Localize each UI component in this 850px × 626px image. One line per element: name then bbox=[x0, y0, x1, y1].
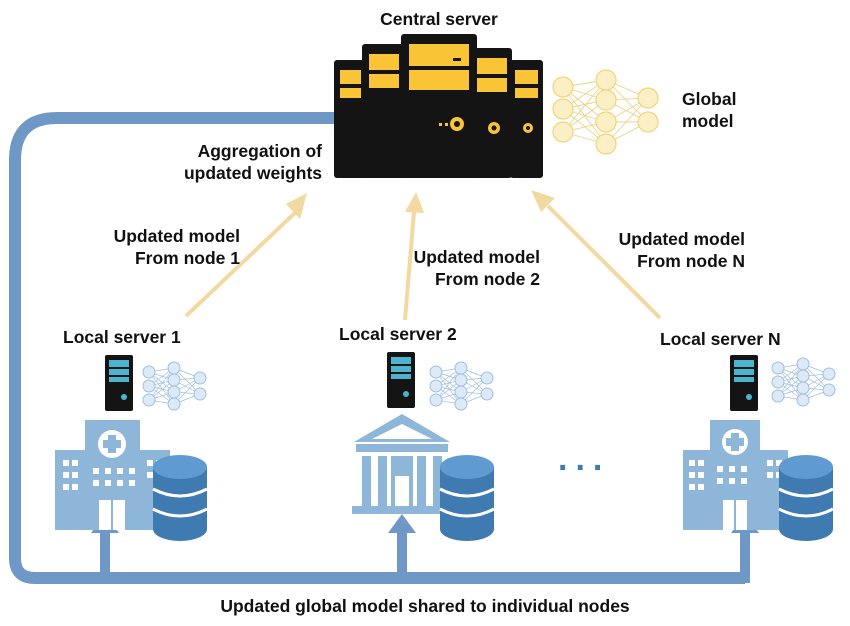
global-model-line-2: model bbox=[682, 111, 734, 131]
update-1-line-2: From node 1 bbox=[134, 248, 240, 268]
local-server-1-icon bbox=[105, 355, 133, 411]
local-model-1-network-icon bbox=[142, 361, 207, 411]
update-from-node-n-label: Updated model From node N bbox=[585, 228, 745, 272]
local-server-n-label: Local server N bbox=[660, 329, 781, 349]
central-server-label: Central server bbox=[380, 9, 498, 29]
update-n-line-2: From node N bbox=[637, 251, 745, 271]
database-2-icon bbox=[439, 455, 495, 541]
aggregation-label: Aggregation of updated weights bbox=[150, 140, 322, 184]
update-from-node-1-label: Updated model From node 1 bbox=[80, 225, 240, 269]
aggregation-line-1: Aggregation of bbox=[197, 141, 322, 161]
update-2-line-1: Updated model bbox=[413, 247, 540, 267]
update-1-line-1: Updated model bbox=[113, 226, 240, 246]
hospital-1-icon bbox=[55, 420, 170, 530]
global-model-line-1: Global bbox=[682, 89, 737, 109]
update-n-line-1: Updated model bbox=[618, 229, 745, 249]
local-server-2-label: Local server 2 bbox=[339, 324, 457, 344]
hospital-n-icon bbox=[683, 420, 788, 530]
institution-2-icon bbox=[352, 414, 452, 514]
database-1-icon bbox=[152, 455, 208, 541]
update-2-line-2: From node 2 bbox=[434, 269, 540, 289]
local-server-1-label: Local server 1 bbox=[63, 327, 181, 347]
database-n-icon bbox=[778, 455, 834, 541]
global-model-label: Global model bbox=[682, 88, 736, 132]
local-model-n-network-icon bbox=[771, 357, 836, 407]
aggregation-line-2: updated weights bbox=[183, 163, 322, 183]
update-arrows bbox=[184, 190, 662, 321]
central-server-icon bbox=[334, 34, 543, 178]
global-model-network-icon bbox=[552, 69, 659, 155]
local-model-2-network-icon bbox=[429, 361, 494, 411]
ellipsis-label: ... bbox=[558, 440, 611, 478]
local-server-2-icon bbox=[387, 352, 415, 408]
update-from-node-2-label: Updated model From node 2 bbox=[380, 246, 540, 290]
local-server-n-icon bbox=[730, 355, 758, 411]
bottom-caption: Updated global model shared to individua… bbox=[220, 596, 630, 616]
